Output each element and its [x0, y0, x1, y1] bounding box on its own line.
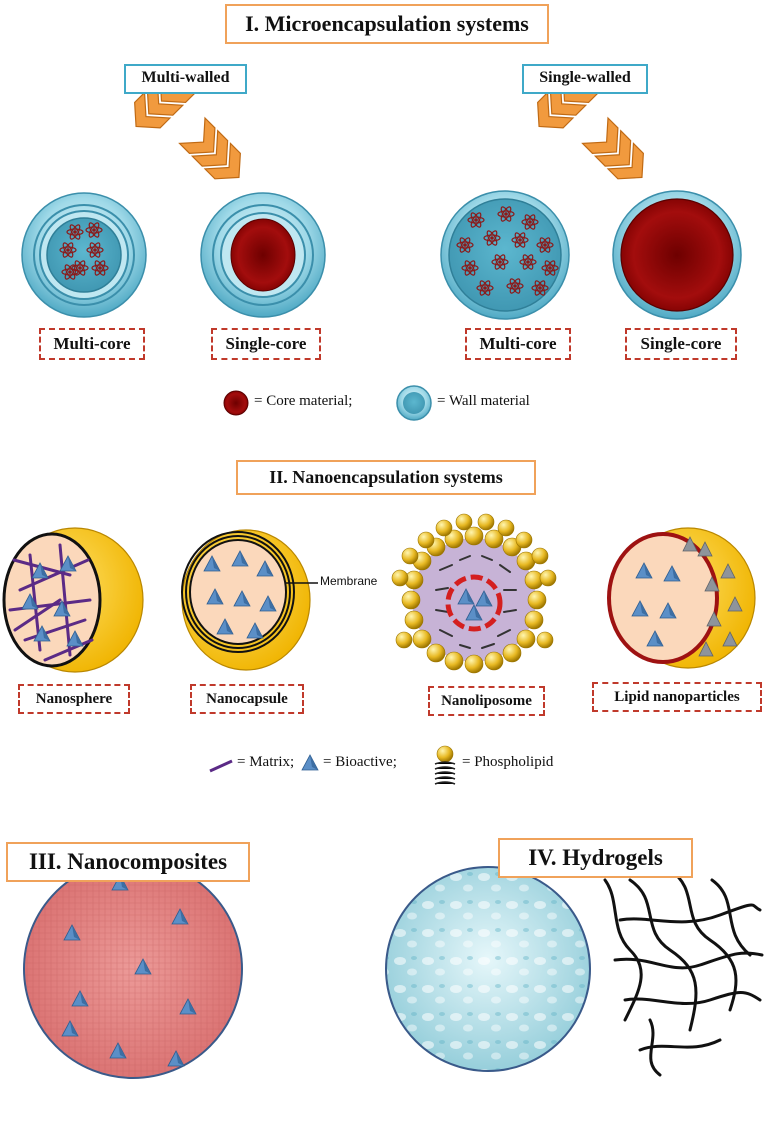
label-multi-walled: Multi-walled: [124, 64, 247, 94]
hydrogel-network: [603, 868, 764, 1077]
capsule-multi-walled-single-core: [200, 192, 326, 318]
legend-matrix-text: = Matrix;: [237, 754, 295, 770]
membrane-label: Membrane: [320, 574, 378, 588]
section-title-microencapsulation: I. Microencapsulation systems: [225, 4, 549, 44]
arrow-multi-walled-right: [178, 117, 253, 191]
label-nanocapsule: Nanocapsule: [190, 684, 304, 714]
section-title-nanoencapsulation: II. Nanoencapsulation systems: [236, 460, 536, 495]
nanocomposite-matrix: [23, 859, 243, 1079]
label-single-walled: Single-walled: [522, 64, 648, 94]
capsule-single-walled-multi-core: [440, 190, 570, 320]
particle-nanocapsule: [181, 529, 318, 671]
label-micro-single-core-2: Single-core: [625, 328, 737, 360]
legend-core-text: = Core material;: [254, 393, 353, 409]
section-title-nanocomposites: III. Nanocomposites: [6, 842, 250, 882]
label-nanoliposome: Nanoliposome: [428, 686, 545, 716]
particle-nanosphere: [2, 527, 144, 673]
label-micro-single-core-1: Single-core: [211, 328, 321, 360]
legend-matrix-swatch: [209, 759, 233, 773]
legend-bioactive-swatch: [301, 754, 319, 771]
legend-wall-swatch: [396, 385, 432, 421]
particle-lipid-nanoparticle: [607, 527, 756, 669]
label-micro-multi-core-2: Multi-core: [465, 328, 571, 360]
legend-core-swatch: [223, 390, 249, 416]
legend-bioactive-text: = Bioactive;: [323, 754, 397, 770]
section-title-hydrogels: IV. Hydrogels: [498, 838, 693, 878]
legend-phospholipid-swatch: [434, 745, 456, 785]
hydrogel-sphere: [385, 866, 591, 1072]
label-nanosphere: Nanosphere: [18, 684, 130, 714]
label-micro-multi-core-1: Multi-core: [39, 328, 145, 360]
label-lipid-nanoparticles: Lipid nanoparticles: [592, 682, 762, 712]
legend-phospholipid-text: = Phospholipid: [462, 754, 554, 770]
arrow-single-walled-right: [581, 117, 656, 191]
particle-nanoliposome: [391, 513, 557, 674]
capsule-multi-walled-multi-core: [21, 192, 147, 318]
legend-wall-text: = Wall material: [437, 393, 530, 409]
capsule-single-walled-single-core: [612, 190, 742, 320]
